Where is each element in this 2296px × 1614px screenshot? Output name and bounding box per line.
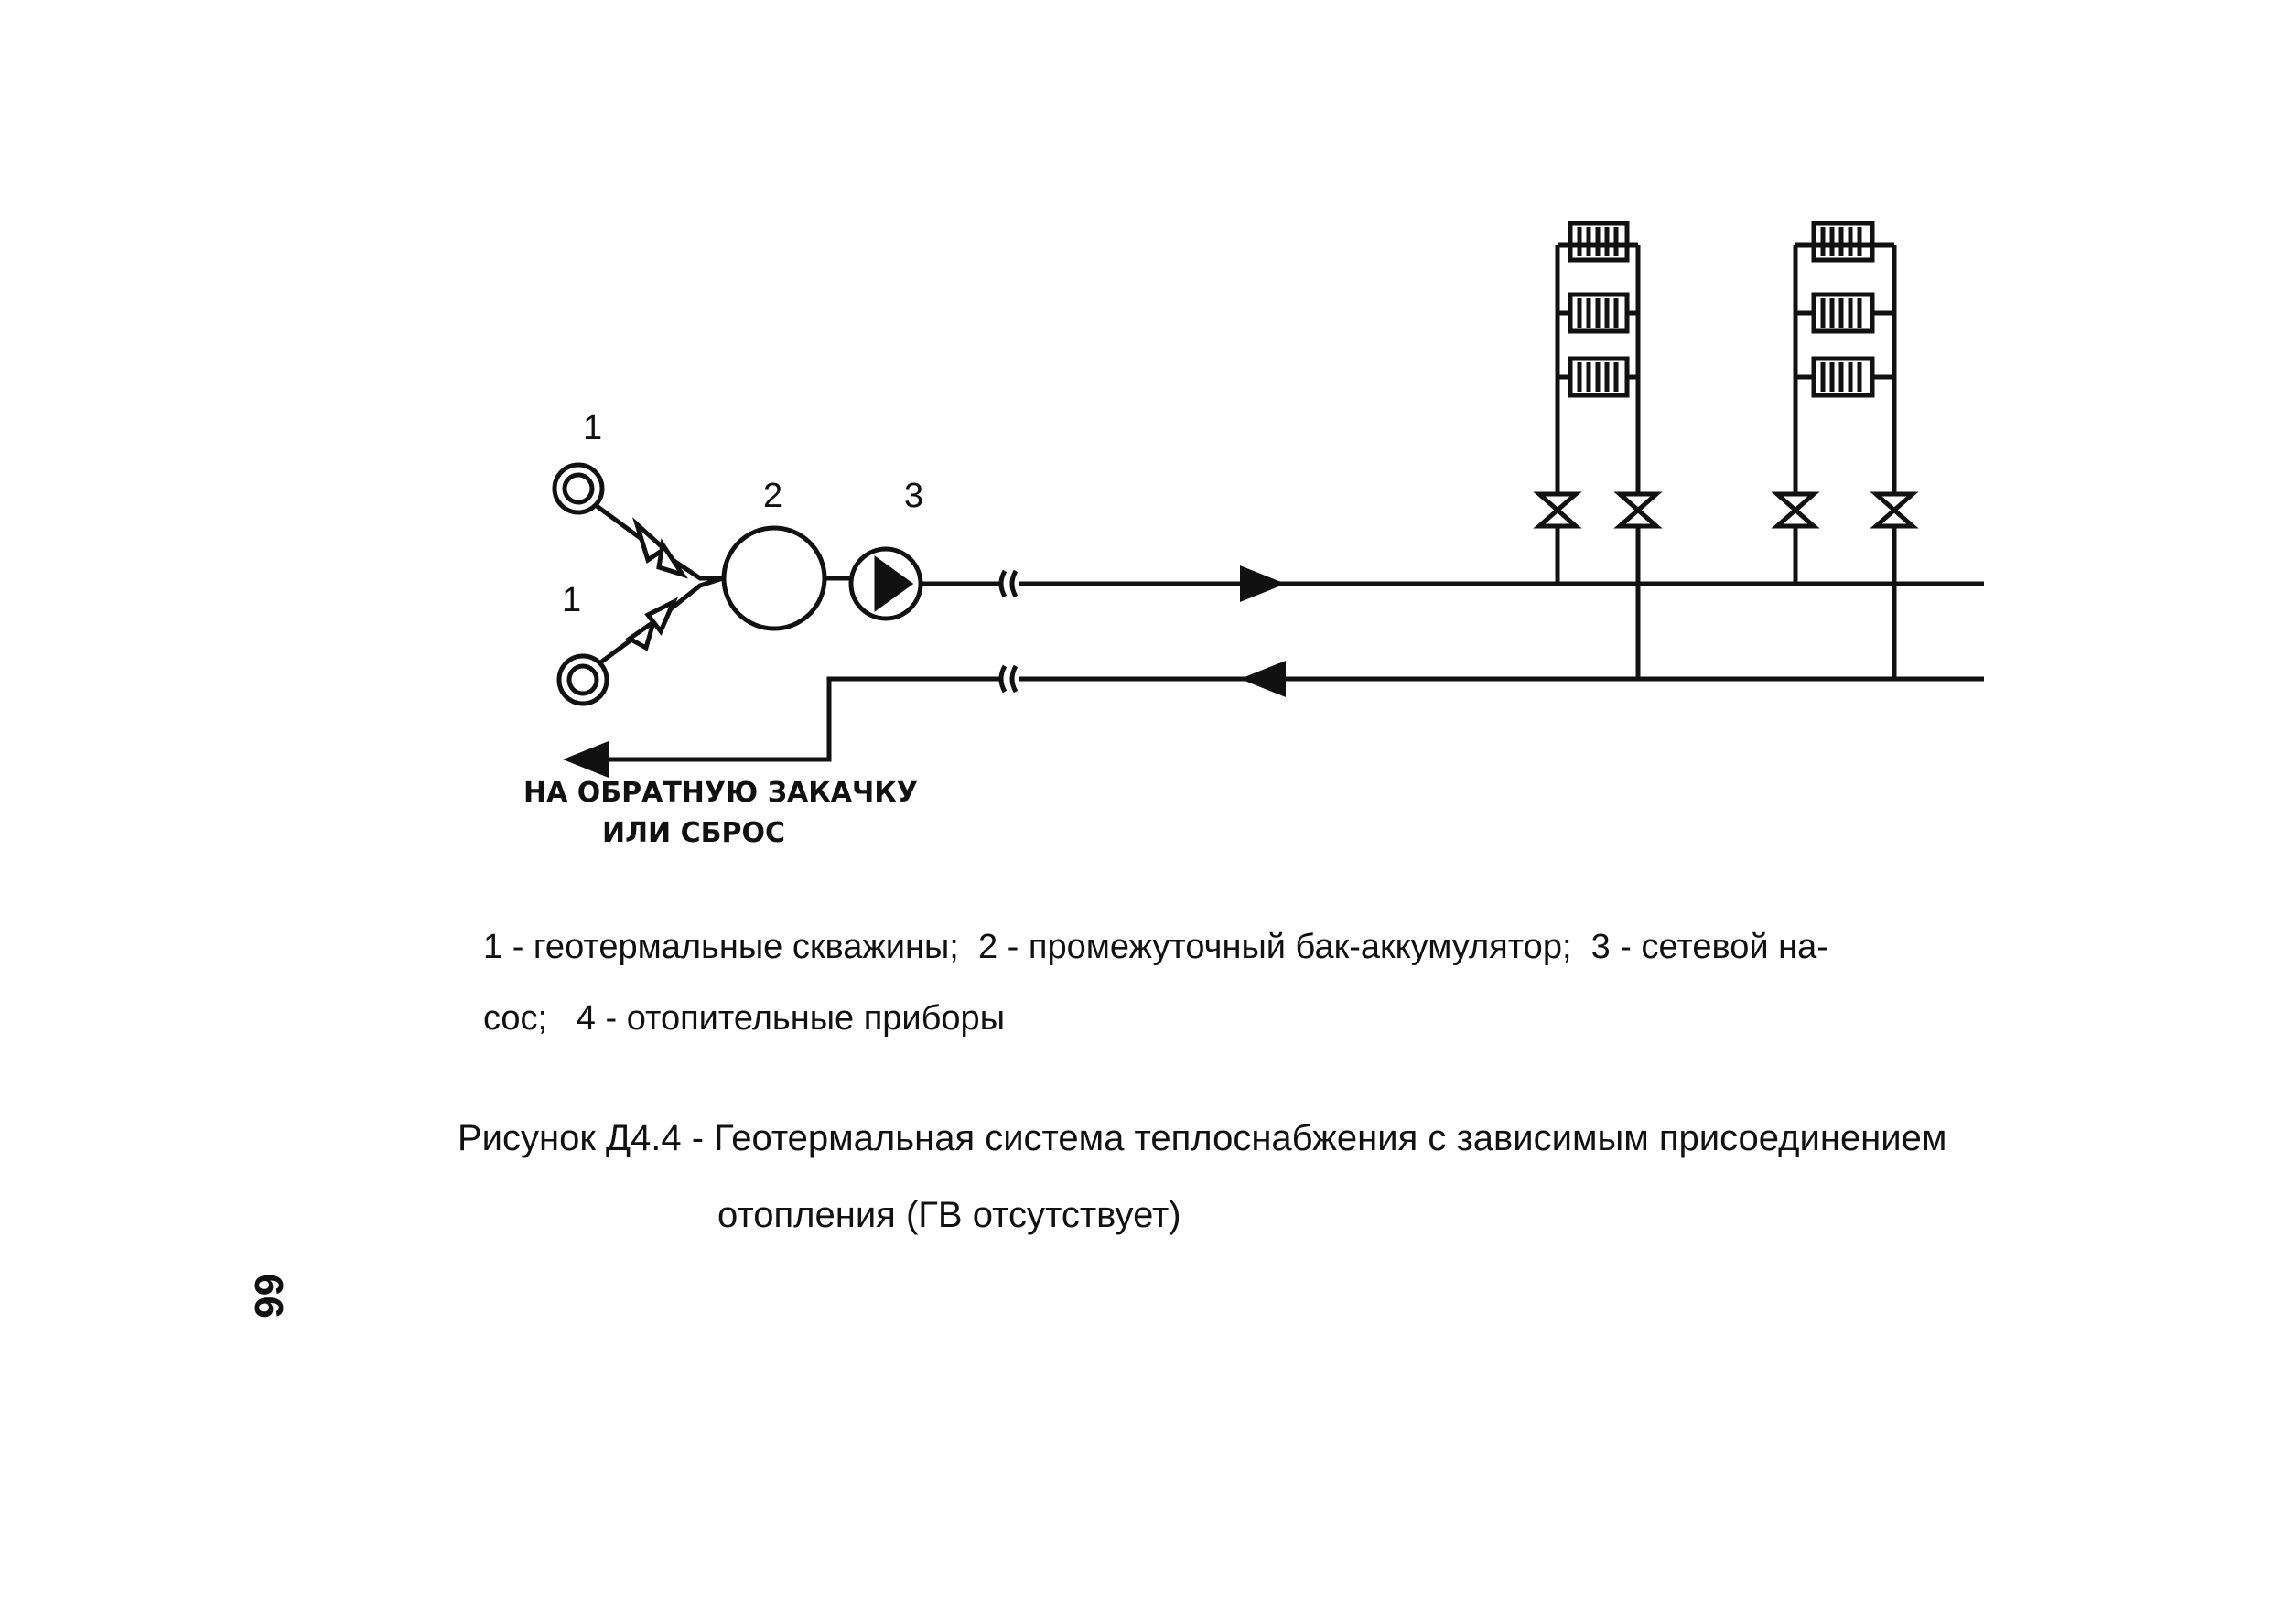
label-tank: 2 [763,477,782,515]
geothermal-well-top [552,462,605,515]
label-pump: 3 [904,477,923,515]
pipe-break-supply [998,569,1019,598]
radiator-riser-group-1 [1533,242,1663,679]
storage-tank [721,525,827,631]
page-number: 66 [246,1274,291,1318]
legend: 1 - геотермальные скважины; 2 - промежут… [483,911,2039,1054]
discharge-caption-line2: ИЛИ СБРОС [602,817,785,849]
valve-icon-well-bottom [625,597,679,651]
discharge-caption-line1: НА ОБРАТНУЮ ЗАКАЧКУ [523,777,918,809]
radiator-icon [1568,356,1630,398]
geothermal-well-bottom [556,653,609,706]
radiator-icon [1568,292,1630,334]
radiator-icon [1811,356,1875,398]
label-well-bottom: 1 [562,581,581,619]
radiator-riser-group-2 [1771,242,1919,679]
legend-line-1: 1 - геотермальные скважины; 2 - промежут… [483,928,1828,966]
figure-title-continued: отопления (ГВ отсутствует) [717,1195,1181,1235]
valve-icon-well-top [631,517,688,579]
radiator-icon [1811,221,1875,263]
label-well-top: 1 [583,409,602,447]
pump-icon [848,546,923,621]
pipe-break-return [998,664,1019,694]
radiator-icon [1568,221,1630,263]
legend-line-2: сос; 4 - отопительные приборы [483,999,1005,1038]
figure-title: Рисунок Д4.4 - Геотермальная система теп… [458,1118,1947,1158]
radiator-icon [1811,292,1875,334]
